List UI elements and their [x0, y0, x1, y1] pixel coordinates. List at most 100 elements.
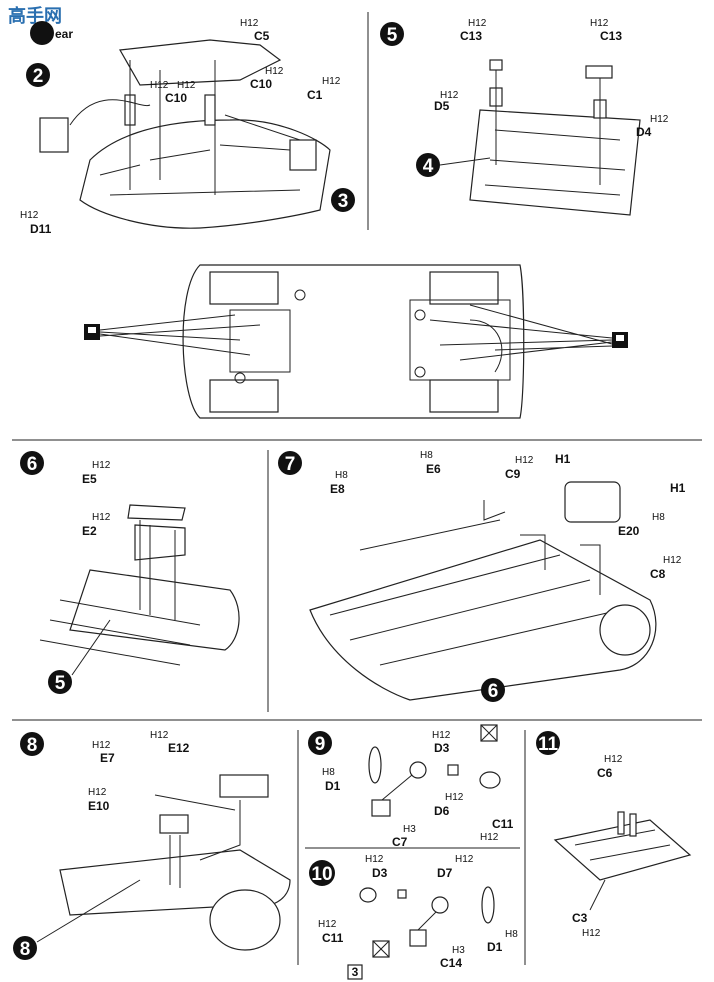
drill-lines-right: [429, 304, 613, 361]
step-5-ref-badge: [48, 670, 72, 694]
wheel-well-front-left: [209, 271, 279, 305]
step-5-ref-number: 5: [55, 673, 66, 694]
step-9-panel: 9 H12 D3 H8 D1 H12 D6 C11 H12 H3 C7: [308, 724, 514, 849]
part-h1-b: H1: [670, 481, 686, 495]
h12-label: H12: [440, 90, 459, 101]
step-6-arrows: [139, 520, 176, 620]
step-6-panel: 6 5 H12 E5 H12 E2: [20, 451, 240, 694]
h3-label: H3: [403, 824, 416, 835]
h12-label: H12: [480, 832, 499, 843]
h12-label: H12: [445, 792, 464, 803]
part-e7: E7: [100, 751, 115, 765]
h8-label: H8: [420, 450, 433, 461]
h12-label: H12: [150, 730, 169, 741]
part-e8: E8: [330, 482, 345, 496]
part-d7-hub: [431, 896, 449, 914]
step-1-panel: ear 2 3 H12 C5 H12 C10 H12 H12 C10 H12 C…: [20, 18, 355, 236]
hinge-left: [39, 117, 69, 153]
part-e12-shape: [219, 774, 269, 798]
part-d1-disc: [368, 746, 382, 784]
chassis-underside-view: [84, 264, 628, 419]
step-10-number: 10: [311, 864, 332, 885]
step-7-arrows: [483, 500, 601, 595]
step-1-title-fragment: ear: [55, 27, 73, 41]
leader-arrows: [129, 60, 216, 195]
step-6-ref-number: 6: [488, 681, 499, 702]
bracket-c13-right: [585, 65, 613, 79]
h12-label: H12: [582, 928, 601, 939]
h12-label: H12: [265, 66, 284, 77]
part-d1: D1: [487, 940, 503, 954]
h8-label: H8: [505, 929, 518, 940]
part-d11: D11: [30, 222, 52, 236]
hinge-right: [289, 139, 317, 171]
part-e6: E6: [426, 462, 441, 476]
part-d3: D3: [372, 866, 388, 880]
step-4-number: 4: [423, 156, 434, 177]
part-d7: D7: [437, 866, 453, 880]
part-c1: C1: [307, 88, 323, 102]
assembled-chassis: [309, 539, 657, 701]
part-e5-shape: [127, 504, 186, 521]
floor-pan-outline: [79, 119, 331, 229]
h12-label: H12: [177, 80, 196, 91]
h3-label: H3: [452, 945, 465, 956]
step-10-badge: [309, 860, 335, 886]
h12-label: H12: [318, 919, 337, 930]
step-8-arrows: [169, 800, 241, 888]
h12-label: H12: [92, 512, 111, 523]
step-6-badge: [20, 451, 44, 475]
part-d3-pin-2: [397, 889, 407, 899]
plate-detail: [574, 829, 671, 861]
h8-label: H8: [322, 767, 335, 778]
step-8-panel: 8 8 H12 E7 H12 E12 H12 E10: [13, 730, 291, 960]
page-number: 3: [352, 965, 359, 979]
bracket-c13-left: [489, 59, 503, 71]
bar-e7: [154, 794, 236, 811]
step-7-panel: 7 6 H8 E8 H8 E6 H12 C9 H1 H1 H8 E20 H12 …: [278, 450, 686, 702]
part-d3-pin: [447, 764, 459, 776]
part-d6: D6: [434, 804, 450, 818]
part-d1: D1: [325, 779, 341, 793]
step-5-panel: 5 4 H12 C13 H12 C13 H12 D5 H12 D4: [380, 18, 669, 216]
step-11-badge: [536, 731, 560, 755]
part-e10-shape: [159, 814, 189, 834]
step-6-number: 6: [27, 454, 38, 475]
part-c6-pin: [617, 811, 625, 835]
part-c8: C8: [650, 567, 666, 581]
part-e10: E10: [88, 799, 110, 813]
part-c14-arm: [409, 929, 427, 947]
rear-wheel-hub: [599, 604, 651, 656]
step-5-arrows: [495, 70, 601, 185]
floor-pan-ribs: [99, 144, 301, 196]
part-d5: D5: [434, 99, 450, 113]
part-c13: C13: [460, 29, 482, 43]
part-c10: C10: [250, 77, 272, 91]
step-5-number: 5: [387, 25, 398, 46]
step-10-panel: 10 H12 D3 H12 D7 H12 C11 H8 D1 H3 C14: [309, 854, 518, 970]
h12-label: H12: [92, 460, 111, 471]
part-d3: D3: [434, 741, 450, 755]
h12-label: H12: [468, 18, 487, 29]
part-e2: E2: [82, 524, 97, 538]
step-8-ref-number: 8: [20, 939, 31, 960]
h12-label: H12: [20, 210, 39, 221]
step-8-ref-badge: [13, 936, 37, 960]
h12-label: H12: [322, 76, 341, 87]
h8-label: H8: [652, 512, 665, 523]
h12-label: H12: [590, 18, 609, 29]
part-c9: C9: [505, 467, 521, 481]
part-e2-shape: [134, 524, 186, 561]
step-11-number: 11: [538, 734, 559, 755]
underside-panels: [229, 299, 511, 381]
part-h1-a: H1: [555, 452, 571, 466]
part-c11: C11: [322, 931, 344, 945]
part-d1-disc-2: [481, 886, 495, 924]
step-3-number: 3: [338, 191, 349, 212]
h12-label: H12: [240, 18, 259, 29]
h12-label: H12: [150, 80, 169, 91]
h12-label: H12: [365, 854, 384, 865]
wheel-well-rear-left: [429, 271, 499, 305]
h8-label: H8: [335, 470, 348, 481]
